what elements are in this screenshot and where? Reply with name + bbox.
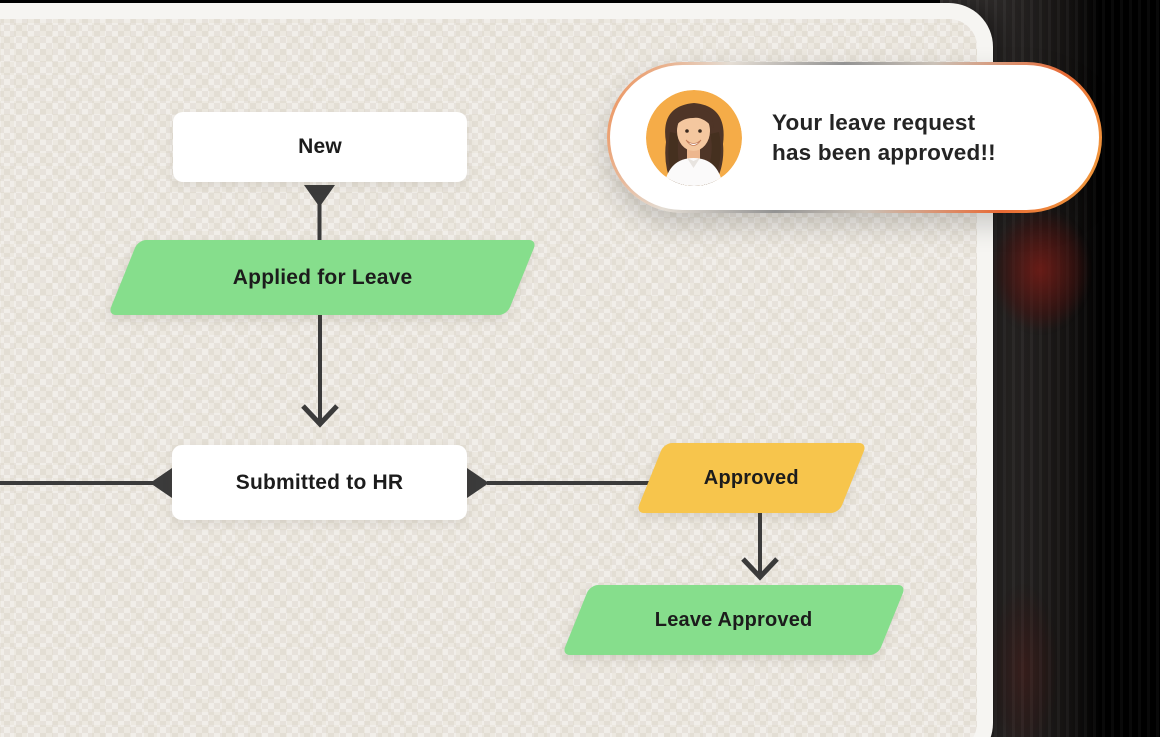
flow-node-leave-approved: Leave Approved [561, 585, 907, 655]
flow-node-submitted-to-hr: Submitted to HR [172, 445, 467, 520]
flow-node-leave-approved-label: Leave Approved [655, 608, 813, 631]
flow-node-applied-label: Applied for Leave [232, 265, 413, 289]
notification-line-1: Your leave request [772, 109, 976, 135]
flow-node-new: New [173, 112, 467, 182]
notification-pill-body: Your leave request has been approved!! [610, 65, 1099, 210]
flow-node-approved-label: Approved [704, 466, 799, 489]
flow-node-approved: Approved [635, 443, 868, 513]
flow-node-submitted-label: Submitted to HR [235, 470, 404, 494]
flow-node-applied-for-leave: Applied for Leave [107, 240, 538, 315]
woman-avatar-icon [646, 89, 742, 186]
red-glow-accent-lower [978, 560, 1068, 737]
flow-node-new-label: New [298, 135, 342, 158]
notification-pill: Your leave request has been approved!! [607, 62, 1102, 213]
red-glow-accent [975, 190, 1105, 350]
user-avatar [646, 89, 742, 186]
notification-line-2: has been approved!! [772, 139, 996, 165]
notification-message: Your leave request has been approved!! [772, 108, 996, 168]
